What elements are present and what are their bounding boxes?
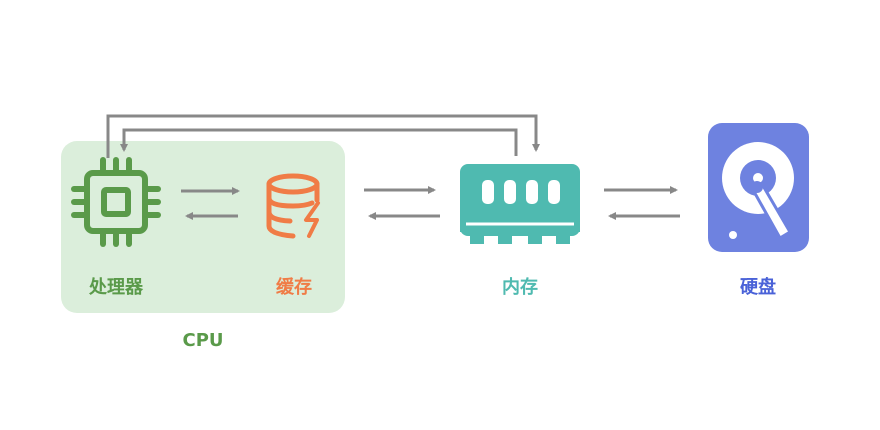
edge-cache-memory xyxy=(364,186,440,220)
edge-processor-memory-line-b xyxy=(120,128,518,156)
database-lightning-icon xyxy=(266,173,320,239)
cpu-group-label: CPU xyxy=(182,330,224,351)
hard-disk-icon xyxy=(708,123,809,252)
ram-stick-icon xyxy=(460,164,580,244)
edge-processor-memory-line-a xyxy=(106,114,540,158)
memory-label: 内存 xyxy=(502,277,538,298)
cpu-group-box xyxy=(61,141,345,313)
cpu-chip-icon xyxy=(71,157,161,247)
disk-label: 硬盘 xyxy=(740,277,776,298)
edge-processor-memory xyxy=(106,114,540,158)
edge-memory-disk xyxy=(604,186,680,220)
processor-label: 处理器 xyxy=(89,277,143,298)
cache-label: 缓存 xyxy=(276,277,312,298)
edge-processor-cache xyxy=(181,187,240,220)
